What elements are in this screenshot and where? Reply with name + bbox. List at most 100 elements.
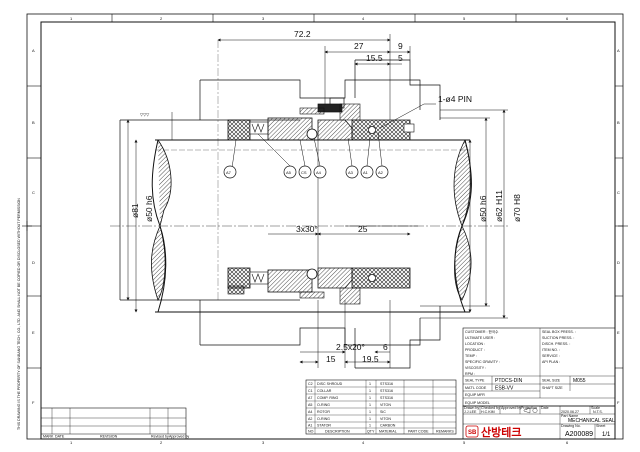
seal-parts-upper xyxy=(227,103,415,141)
balloons: A7 A5 CS A4 A3 A1 A2 xyxy=(223,131,389,179)
checked-by-value: H.C.KIM xyxy=(481,410,495,414)
seal-type-value: PTDCS-DIN xyxy=(495,378,523,384)
part-mat-5: VITON xyxy=(380,417,391,421)
zone-right-b: B xyxy=(617,120,620,125)
dim-72-2: 72.2 xyxy=(294,29,311,39)
spec-discharge: DISCH. PRESS. : xyxy=(542,342,570,346)
spec-location: LOCATION : xyxy=(465,342,485,346)
balloon-a2: A2 xyxy=(375,131,389,179)
company-logo: SB 산방테크 xyxy=(465,425,521,439)
zone-left-a: A xyxy=(32,48,35,53)
equip-model-label: EQUIP MODEL xyxy=(465,401,490,405)
drawn-by-label: Drawn by xyxy=(464,406,479,410)
part-qty-2: 1 xyxy=(369,396,371,400)
date-label: Date xyxy=(541,406,549,410)
zone-right-d: D xyxy=(617,260,620,265)
projection-icon xyxy=(523,407,538,414)
part-qty-1: 1 xyxy=(369,389,371,393)
parts-header-rem: REMARKS xyxy=(436,430,454,434)
drawn-by-value: J.J.LEE xyxy=(464,410,477,414)
zone-left-c: C xyxy=(32,190,35,195)
svg-text:A5: A5 xyxy=(286,170,292,175)
zone-left-b: B xyxy=(32,120,35,125)
zone-top-3: 3 xyxy=(262,16,265,21)
spec-viscosity: VISCOSITY : xyxy=(465,366,486,370)
seal-parts-lower xyxy=(227,267,411,305)
part-no-0: C2 xyxy=(308,382,313,386)
zone-right-a: A xyxy=(617,48,620,53)
checked-by-label: Checked by xyxy=(481,406,500,410)
gland-lower xyxy=(120,299,441,369)
spec-seal-box: SEAL BOX PRESS. : xyxy=(542,330,576,334)
rev-col-revision: REVISION xyxy=(100,435,118,439)
zone-left-d: D xyxy=(32,260,35,265)
part-desc-4: ROTOR xyxy=(317,410,330,414)
zone-bot-6: 6 xyxy=(566,440,569,445)
part-mat-6: CARBON xyxy=(380,424,396,428)
dim-27: 27 xyxy=(354,41,364,51)
part-mat-1: STS316 xyxy=(380,389,393,393)
part-qty-0: 1 xyxy=(369,382,371,386)
zone-bot-5: 5 xyxy=(463,440,466,445)
scale-value: N.T.S. xyxy=(593,410,603,414)
balloon-a3: A3 xyxy=(345,137,359,179)
spec-temp: TEMP : xyxy=(465,354,477,358)
scale-label: Scale xyxy=(591,406,600,410)
part-mat-4: SiC xyxy=(380,410,386,414)
seal-size-value: M055 xyxy=(573,378,586,384)
surface-finish: ▽▽▽ xyxy=(140,112,150,117)
dim-9: 9 xyxy=(398,41,403,51)
part-no-1: C1 xyxy=(308,389,313,393)
sheet-label: Sheet xyxy=(596,424,605,428)
drawing-no-label: Drawing No. xyxy=(561,424,581,428)
part-desc-2: COMP. RING xyxy=(317,396,339,400)
part-desc-3: O-RING xyxy=(317,403,330,407)
part-name-value: MECHANICAL SEAL xyxy=(568,418,615,424)
mechanical-seal-drawing: 72.2 27 9 15.5 5 1-ø4 PIN 3x30° 25 2.5x2… xyxy=(110,29,522,369)
part-no-2: A7 xyxy=(308,396,312,400)
sheet-value: 1/1 xyxy=(602,432,611,438)
dim-5: 5 xyxy=(398,53,403,63)
pin-label: 1-ø4 PIN xyxy=(438,94,472,104)
svg-text:A1: A1 xyxy=(363,170,369,175)
dim-25: 25 xyxy=(358,224,368,234)
approved-by-label: Approved by xyxy=(501,406,521,410)
part-name-label: Part Name xyxy=(561,414,578,418)
dim-15: 15 xyxy=(326,354,336,364)
drawing-no-value: A200089 xyxy=(565,431,593,438)
svg-text:A7: A7 xyxy=(226,170,232,175)
part-no-6: A1 xyxy=(308,424,312,428)
spec-item-no: ITEM NO. : xyxy=(542,348,560,352)
parts-header-no: NO xyxy=(308,430,314,434)
centering-marks xyxy=(22,221,628,231)
zone-right-f: F xyxy=(617,400,620,405)
inner-frame xyxy=(40,21,616,440)
balloon-a5: A5 xyxy=(257,133,297,179)
logo-badge: SB xyxy=(468,430,477,436)
svg-text:A2: A2 xyxy=(378,170,384,175)
rev-col-date: DATE xyxy=(55,435,65,439)
part-qty-3: 1 xyxy=(369,403,371,407)
spec-customer: CUSTOMER : 한국수 xyxy=(465,329,499,334)
spec-product: PRODUCT : xyxy=(465,348,485,352)
balloon-a1: A1 xyxy=(360,137,374,179)
chamfer-3x30: 3x30° xyxy=(296,224,318,234)
part-no-3: A5 xyxy=(308,403,312,407)
parts-header-desc: DESCRIPTION xyxy=(325,430,350,434)
chamfer-2-5x20: 2.5x20° xyxy=(336,342,365,352)
spec-rpm: RPM : xyxy=(465,372,475,376)
shaft xyxy=(151,139,472,313)
zone-top-4: 4 xyxy=(362,16,365,21)
matl-code-label: MAT'L CODE xyxy=(465,386,487,390)
rev-col-approved-by: Approved by xyxy=(169,435,189,439)
part-mat-2: STS316 xyxy=(380,396,393,400)
projection-label: Projection xyxy=(521,406,537,410)
dim-phi50-left: ø50 h6 xyxy=(144,195,154,222)
matl-code-value: ESB-VV xyxy=(495,386,514,392)
zone-top-2: 2 xyxy=(160,16,163,21)
zone-left-f: F xyxy=(32,400,35,405)
zone-top-1: 1 xyxy=(70,16,73,21)
svg-text:A3: A3 xyxy=(348,170,354,175)
